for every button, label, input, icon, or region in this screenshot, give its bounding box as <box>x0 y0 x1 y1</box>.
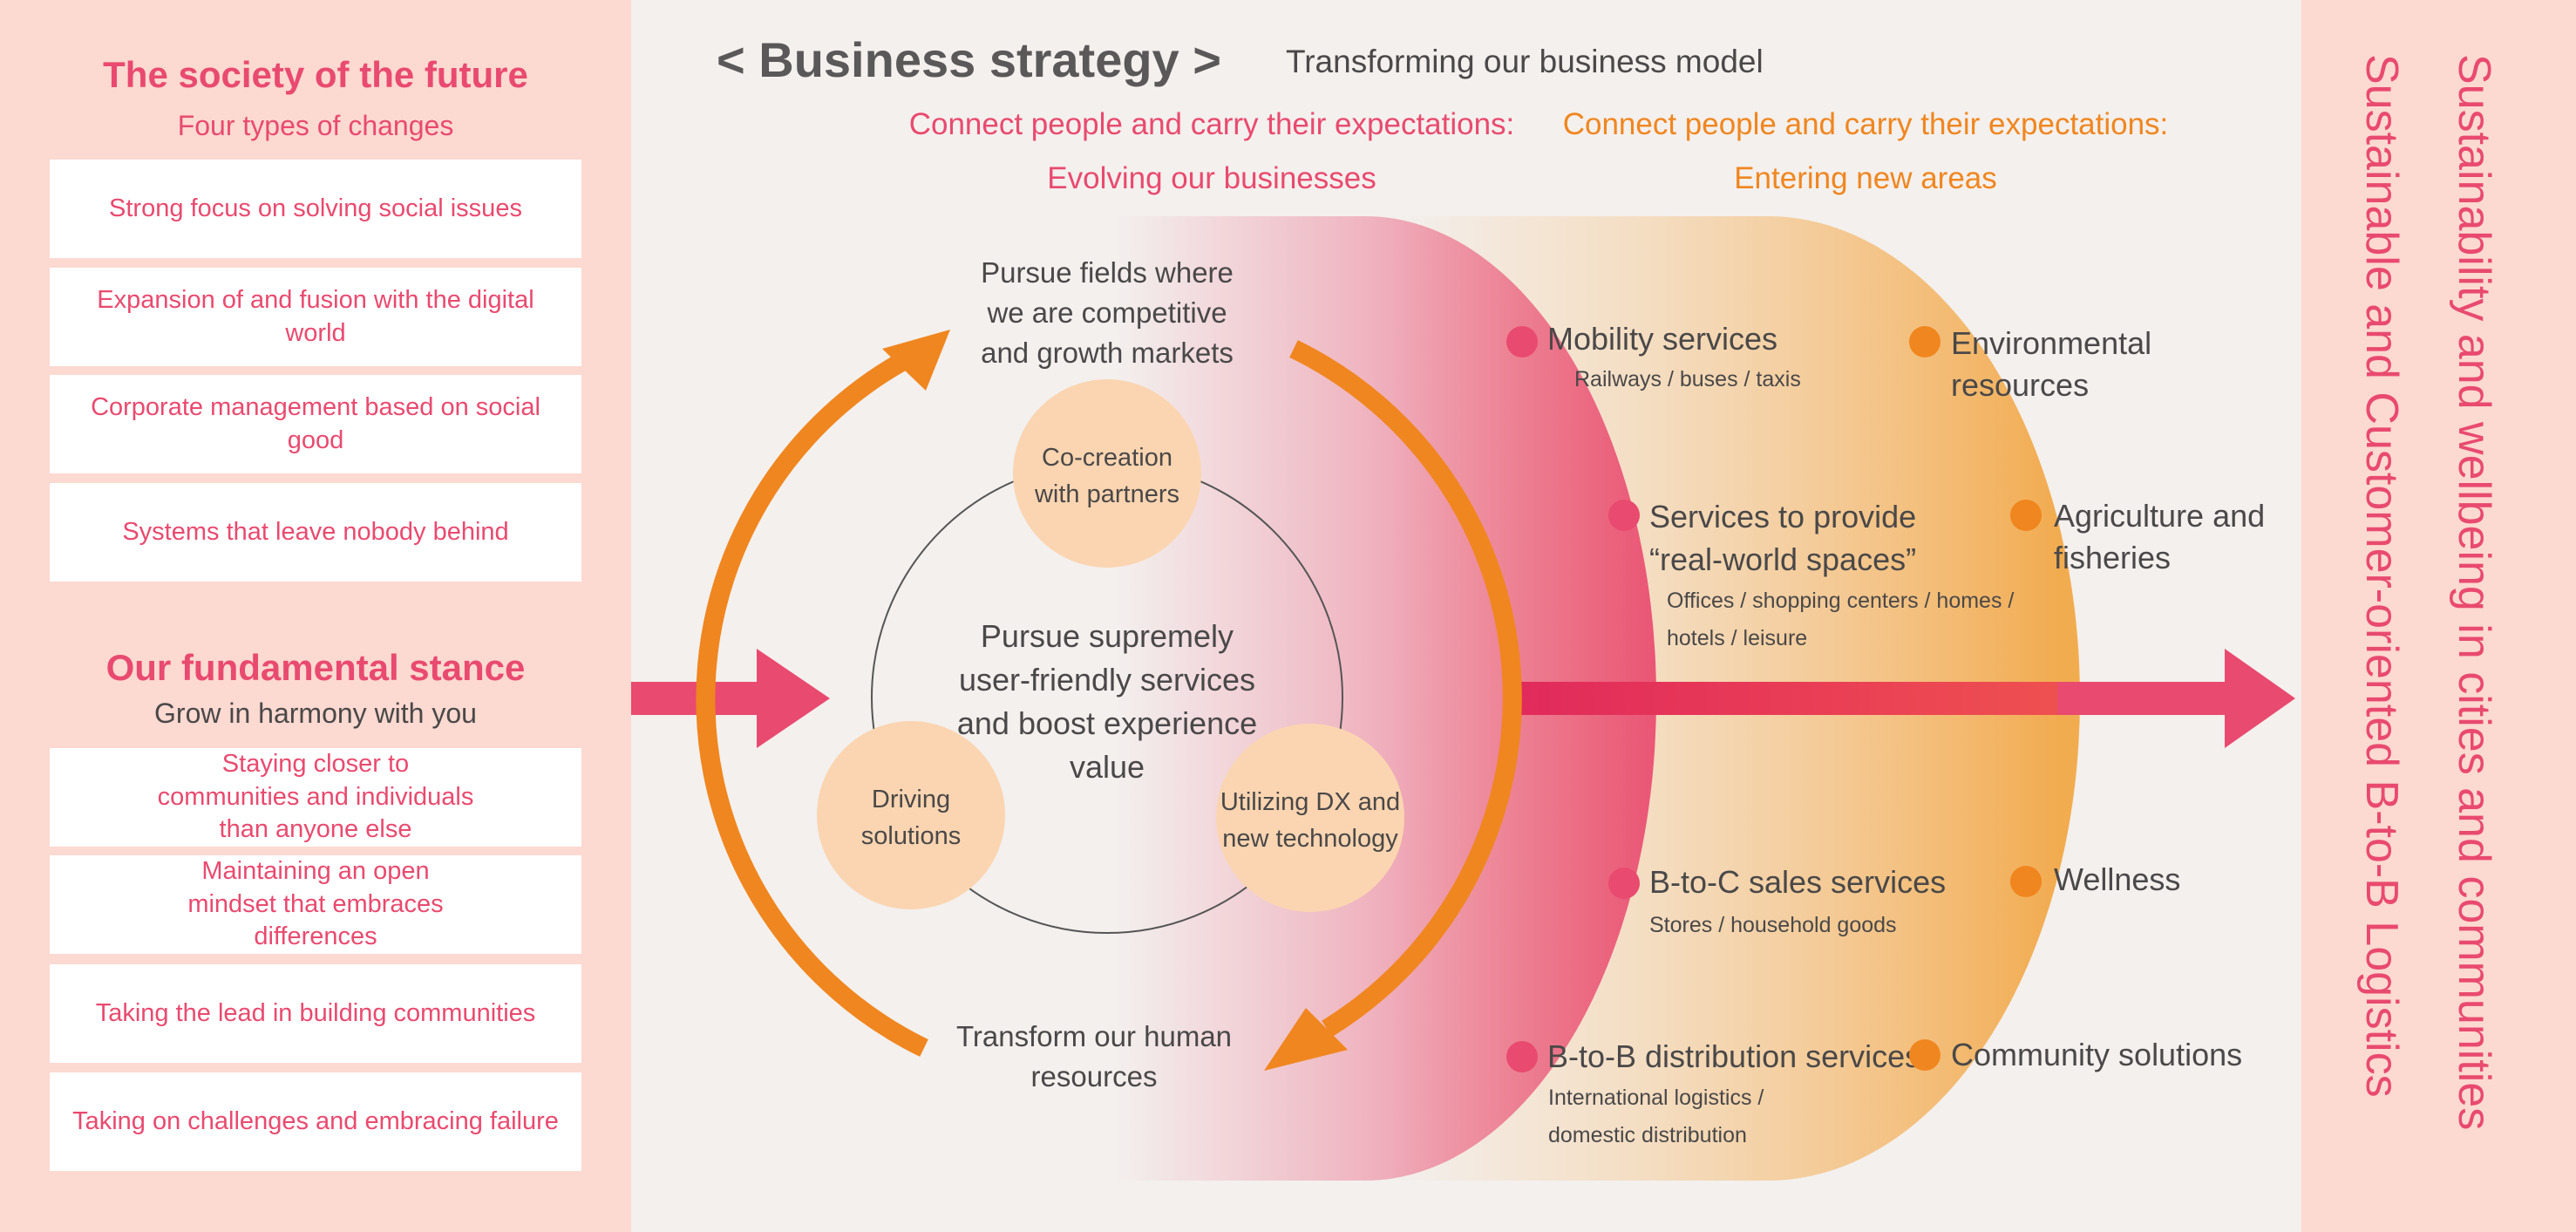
service-detail: Railways / buses / taxis <box>1574 367 1801 391</box>
cycle-top-text: Pursue fields where we are competitive a… <box>981 256 1234 369</box>
cycle-arrow-right <box>1289 340 1522 1038</box>
input-arrow <box>631 649 830 748</box>
service-name: Mobility services <box>1547 321 1778 357</box>
node-driving-label: Driving solutions <box>860 786 962 850</box>
cycle-bottom-text: Transform our human resources <box>955 1020 1233 1092</box>
evolving-heading-line2: Evolving our businesses <box>1047 161 1376 195</box>
stance-item: Staying closer to communities and indivi… <box>50 748 581 847</box>
service-detail: Offices / shopping centers / homes / hot… <box>1667 589 2015 650</box>
cycle-arrow-left-head <box>882 330 950 391</box>
bullet-icon <box>1909 326 1940 357</box>
goal-secondary: Sustainable and Customer-oriented B-to-B… <box>2356 54 2407 1098</box>
stance-subtitle: Grow in harmony with you <box>154 698 477 729</box>
society-title: The society of the future <box>103 54 528 95</box>
strategy-subtitle: Transforming our business model <box>1286 44 1764 79</box>
society-subtitle: Four types of changes <box>177 110 454 141</box>
right-panel <box>2301 0 2576 1232</box>
stance-title: Our fundamental stance <box>105 647 526 688</box>
evolving-heading-line1: Connect people and carry their expectati… <box>908 107 1515 141</box>
evolving-region <box>1116 216 1656 1181</box>
node-cocreation <box>1013 379 1201 568</box>
society-item: Corporate management based on social goo… <box>50 375 581 473</box>
output-arrow-head <box>2225 649 2295 748</box>
stance-item: Taking on challenges and embracing failu… <box>50 1072 581 1171</box>
society-item: Systems that leave nobody behind <box>50 483 581 582</box>
node-cocreation-label: Co-creation with partners <box>1034 444 1179 508</box>
bullet-icon <box>1506 1041 1538 1072</box>
bullet-icon <box>2010 500 2042 531</box>
cycle-center-text: Pursue supremely user-friendly services … <box>956 618 1258 785</box>
new-area-name: Wellness <box>2054 861 2181 897</box>
bullet-icon <box>1608 500 1640 531</box>
new-area-name: Environmental resources <box>1951 325 2152 403</box>
service-name: B-to-C sales services <box>1649 864 1947 900</box>
stance-item: Maintaining an open mindset that embrace… <box>50 855 581 954</box>
node-dx <box>1216 724 1404 912</box>
entering-heading-line2: Entering new areas <box>1734 161 1997 195</box>
bullet-icon <box>2010 866 2042 897</box>
goal-primary: Sustainability and wellbeing in cities a… <box>2449 54 2499 1131</box>
strategy-title: < Business strategy > <box>717 32 1221 87</box>
cycle-arrow-right-head <box>1264 1008 1348 1071</box>
entering-heading: Connect people and carry their expectati… <box>1560 98 2171 206</box>
service-name: B-to-B distribution services <box>1547 1038 1921 1074</box>
stance-item: Taking the lead in building communities <box>50 964 581 1063</box>
cycle-arrow-left <box>696 352 928 1057</box>
service-name: Services to provide “real-world spaces” <box>1649 499 1917 577</box>
evolving-heading: Connect people and carry their expectati… <box>907 98 1517 206</box>
entering-heading-line1: Connect people and carry their expectati… <box>1562 107 2169 141</box>
new-area-name: Agriculture and fisheries <box>2054 498 2266 575</box>
service-detail: International logistics / domestic distr… <box>1548 1086 1764 1147</box>
output-arrow-dark <box>1508 682 2057 715</box>
society-item: Expansion of and fusion with the digital… <box>50 268 581 366</box>
society-item: Strong focus on solving social issues <box>50 160 581 258</box>
service-detail: Stores / household goods <box>1649 913 1897 937</box>
new-area-name: Community solutions <box>1951 1037 2243 1072</box>
bullet-icon <box>1506 326 1538 357</box>
bullet-icon <box>1608 868 1640 899</box>
bullet-icon <box>1909 1039 1940 1071</box>
node-dx-label: Utilizing DX and new technology <box>1220 788 1401 853</box>
node-driving <box>817 721 1005 909</box>
